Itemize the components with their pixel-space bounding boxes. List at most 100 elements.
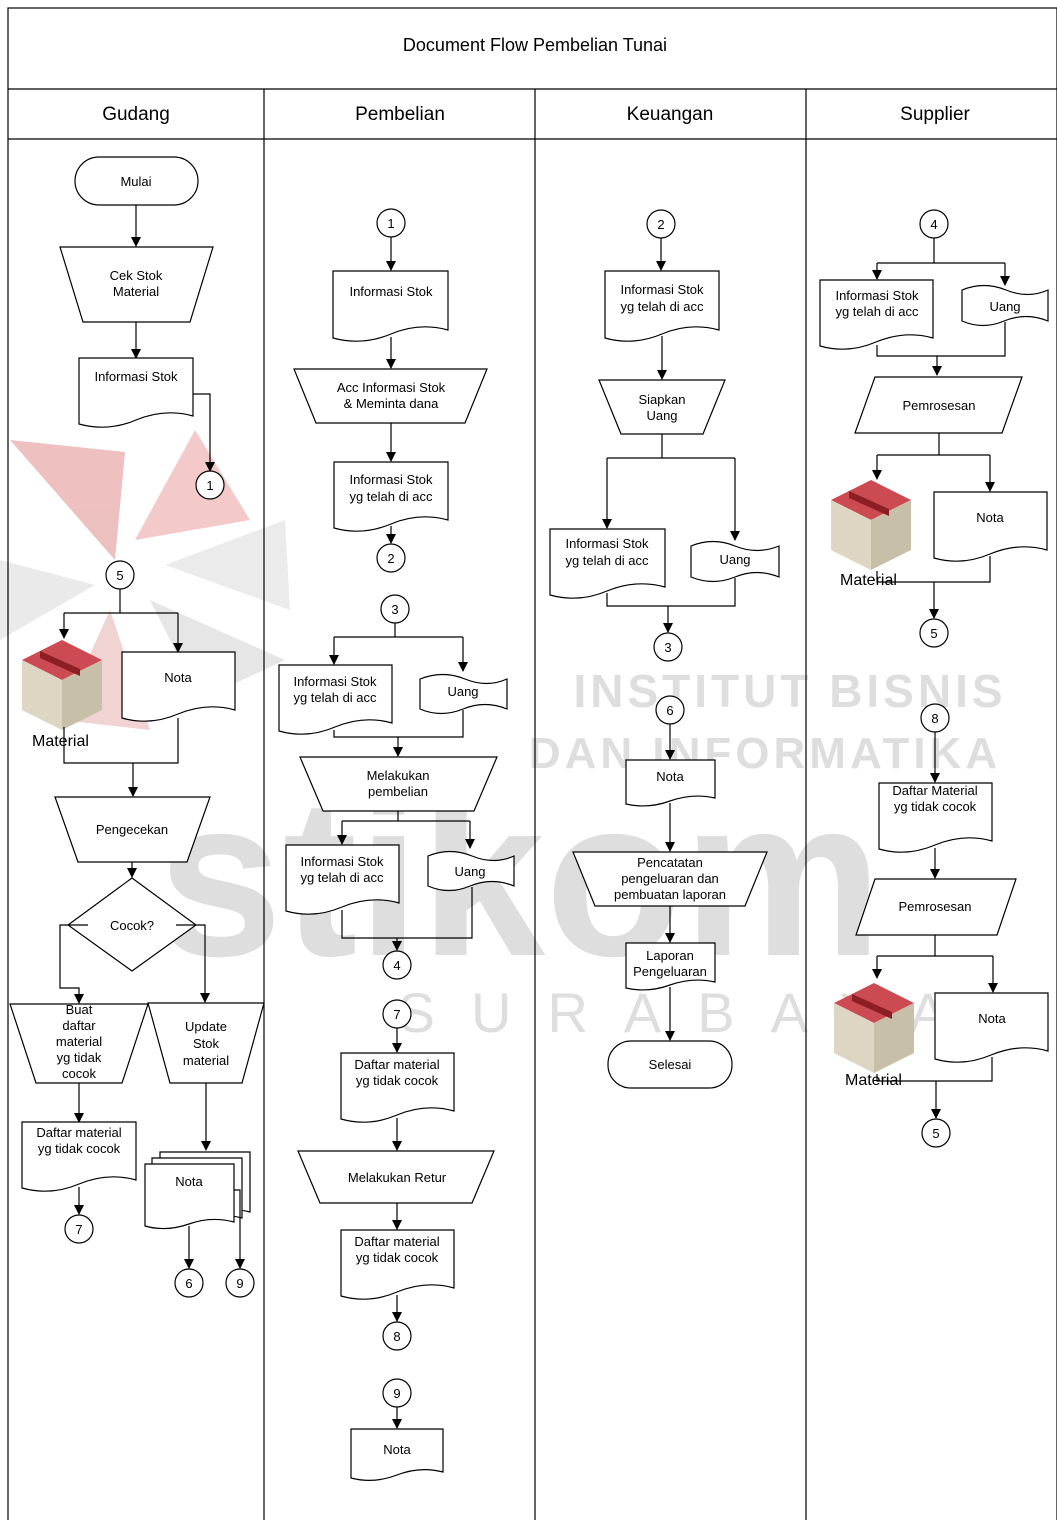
daftar-material-document	[21, 1121, 137, 1192]
lane-header-keuangan: Keuangan	[627, 104, 714, 125]
nota-2-document	[934, 992, 1049, 1063]
connector-9-label: 9	[393, 1386, 400, 1401]
connector-8-label: 8	[931, 711, 938, 726]
connector-1-label: 1	[387, 216, 394, 231]
frame	[7, 7, 1057, 1520]
material-label: Material	[840, 572, 897, 589]
nota-document	[121, 651, 236, 722]
info-acc-document	[604, 270, 720, 342]
info-acc-2-document	[549, 528, 666, 599]
pengecekan-label: Pengecekan	[96, 822, 168, 837]
connector-3-label: 3	[391, 602, 398, 617]
uang-label: Uang	[447, 684, 478, 699]
end-terminator	[607, 1040, 733, 1089]
cek-stok-manual-operation	[59, 246, 214, 323]
connector-6	[174, 1268, 204, 1298]
connector-8-label: 8	[393, 1329, 400, 1344]
connector-5	[919, 618, 949, 648]
connector-2	[376, 543, 406, 573]
nota-label: Nota	[656, 769, 684, 784]
lane-pembelian: 1 Informasi Stok Acc Informasi Stok& Mem…	[278, 208, 515, 1481]
acc-manual-operation	[293, 368, 488, 424]
info-acc-2-document	[278, 664, 393, 735]
connector-1-label: 1	[206, 478, 213, 493]
pemrosesan-2-label: Pemrosesan	[899, 899, 972, 914]
connector-3-label: 3	[664, 640, 671, 655]
material-label: Material	[32, 733, 89, 750]
nota-label: Nota	[976, 510, 1004, 525]
nota-document	[933, 491, 1048, 562]
pencatatan-manual-operation	[572, 851, 768, 907]
uang-label: Uang	[989, 299, 1020, 314]
pemrosesan-label: Pemrosesan	[903, 398, 976, 413]
acc-label: Acc Informasi Stok& Meminta dana	[337, 380, 446, 411]
connector-7-label: 7	[75, 1222, 82, 1237]
connector-6-label: 6	[666, 703, 673, 718]
nota-2-label: Nota	[978, 1011, 1006, 1026]
connector-7-label: 7	[393, 1007, 400, 1022]
end-label: Selesai	[649, 1057, 692, 1072]
connector-4-label: 4	[930, 217, 937, 232]
lane-header-pembelian: Pembelian	[355, 104, 445, 125]
material-2-label: Material	[845, 1072, 902, 1089]
laporan-document	[625, 942, 716, 991]
nota-label: Nota	[383, 1442, 411, 1457]
connector-9	[225, 1268, 255, 1298]
daftar-1-document	[340, 1052, 455, 1123]
melakukan-retur-label: Melakukan Retur	[348, 1170, 447, 1185]
info-acc-3-document	[285, 844, 400, 915]
material-box-icon	[22, 640, 102, 730]
connector-7	[64, 1214, 94, 1244]
informasi-stok-document	[78, 357, 194, 428]
daftar-2-document	[340, 1229, 455, 1300]
siapkan-uang-manual-operation	[598, 379, 726, 435]
connector-6-label: 6	[185, 1276, 192, 1291]
melakukan-retur-manual-operation	[297, 1150, 495, 1204]
cocok-label: Cocok?	[110, 918, 154, 933]
start-label: Mulai	[120, 174, 151, 189]
lane-header-supplier: Supplier	[900, 104, 970, 125]
nota-document	[350, 1428, 444, 1481]
connector-3	[653, 632, 683, 662]
nota-multi-document	[144, 1151, 251, 1230]
pengecekan-manual-operation	[54, 796, 211, 863]
nota-label: Nota	[164, 670, 192, 685]
connector-4-label: 4	[393, 958, 400, 973]
watermark-line2: DAN INFORMATIKA	[529, 729, 1001, 778]
uang-punched-tape	[690, 540, 780, 583]
melakukan-pembelian-manual-operation	[299, 756, 498, 812]
informasi-stok-document	[332, 270, 449, 342]
connector-2-label: 2	[657, 217, 664, 232]
buat-daftar-manual-operation	[9, 1003, 149, 1084]
uang-2-label: Uang	[454, 864, 485, 879]
uang-punched-tape	[961, 284, 1049, 327]
uang-punched-tape	[419, 673, 508, 715]
informasi-stok-label: Informasi Stok	[349, 284, 433, 299]
info-acc-document	[819, 279, 934, 350]
connector-5-label: 5	[930, 626, 937, 641]
update-stok-manual-operation	[147, 1002, 265, 1084]
uang-label: Uang	[719, 552, 750, 567]
pemrosesan-input-output	[854, 376, 1023, 434]
connector-1	[195, 470, 225, 500]
watermark-brand: stikom	[157, 751, 882, 1003]
daftar-document	[878, 782, 993, 853]
connector-8	[382, 1321, 412, 1351]
nota-2-label: Nota	[175, 1174, 203, 1189]
